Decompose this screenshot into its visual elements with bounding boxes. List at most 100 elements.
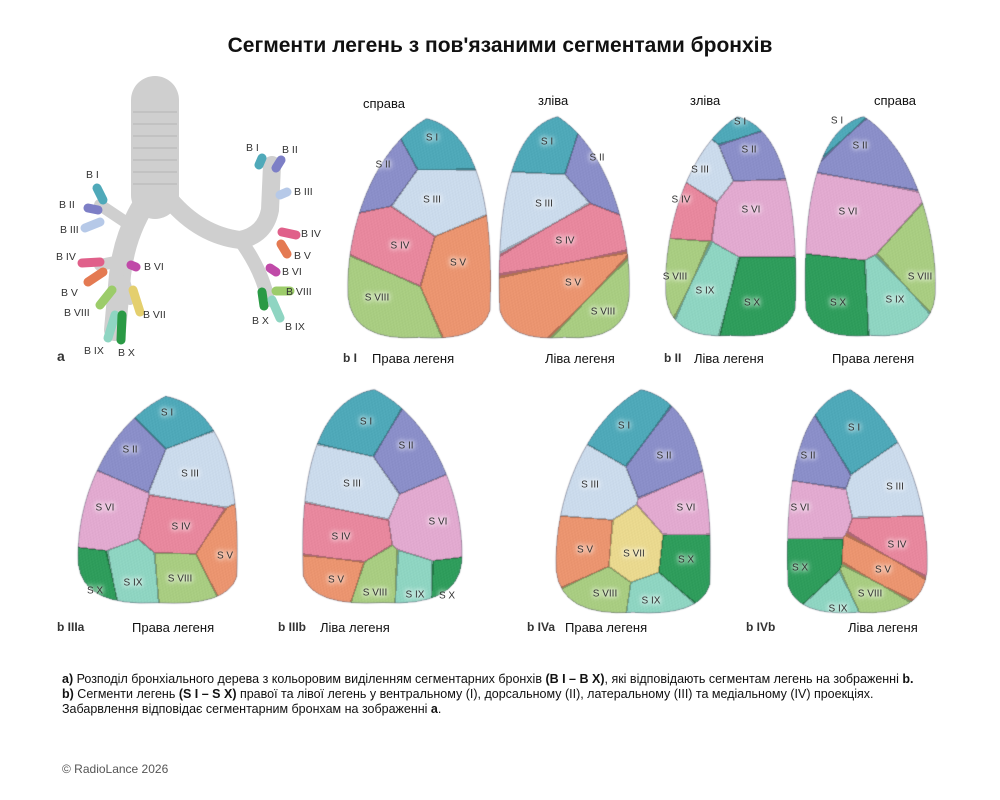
bronchus-label-right: B X [118, 347, 135, 359]
bronchus-label-right: B IV [56, 251, 76, 263]
bronchus-label-right: B VIII [64, 307, 90, 319]
segment-label: S V [216, 550, 234, 562]
panel-label-bIVa: b IVa [527, 620, 556, 634]
segment-label: S VIII [592, 588, 618, 600]
segment-label: S VI [790, 502, 810, 514]
caption-a-bold: (B I – B X) [545, 672, 605, 686]
segment-label: S III [691, 164, 709, 176]
lung-illustration [785, 385, 930, 617]
bronchus-label-right: B II [59, 199, 75, 211]
bronchus-label-left: B II [282, 144, 298, 156]
segment-label: S VI [428, 516, 448, 528]
segment-label: S IV [331, 531, 351, 543]
segment-label: S III [581, 479, 599, 491]
view-label-right: справа [363, 96, 405, 111]
segment-label: S II [741, 144, 757, 156]
bronchus-label-left: B X [252, 315, 269, 327]
segment-label: S I [359, 416, 373, 428]
segment-label: S VIII [662, 271, 688, 283]
segment-label: S VI [838, 206, 858, 218]
caption-b-text2: правої та лівої легень у вентральному (I… [62, 687, 874, 716]
panel-label-bII: b II [664, 351, 682, 365]
caption-a-text: Розподіл бронхіального дерева з кольоров… [73, 672, 546, 686]
segment-label: S II [589, 152, 605, 164]
segment-label: S IV [887, 539, 907, 551]
segment-label: S IX [641, 595, 661, 607]
bronchus-label-right: B V [61, 287, 78, 299]
segment-label: S III [886, 481, 904, 493]
lung-caption-bI-left: Ліва легеня [545, 351, 615, 366]
panel-label-bIIIa: b IIIa [57, 620, 85, 634]
segment-label: S II [375, 159, 391, 171]
lung-illustration [803, 112, 938, 340]
bronchus-label-left: B V [294, 250, 311, 262]
segment-label: S V [449, 257, 467, 269]
lung-caption-bI-right: Права легеня [372, 351, 455, 366]
view-label-left: зліва [538, 93, 569, 108]
segment-label: S X [86, 585, 104, 597]
bronchus-label-left: B IV [301, 228, 321, 240]
segment-label: S VIII [857, 588, 883, 600]
figure-caption: a) Розподіл бронхіального дерева з кольо… [62, 672, 942, 717]
segment-label: S X [829, 297, 847, 309]
segment-label: S IX [405, 589, 425, 601]
segment-label: S X [743, 297, 761, 309]
segment-label: S III [181, 468, 199, 480]
bronchus-label-right: B VI [144, 261, 164, 273]
segment-label: S VIII [362, 587, 388, 599]
caption-b-ref: a [430, 702, 438, 716]
segment-label: S VIII [907, 271, 933, 283]
segment-label: S VIII [590, 306, 616, 318]
bronchus-label-left: B I [246, 142, 259, 154]
segment-label: S VII [623, 548, 645, 560]
lung-caption-bIVb: Ліва легеня [848, 620, 918, 635]
segment-label: S V [874, 564, 892, 576]
caption-a-label: a) [62, 672, 74, 686]
lung-caption-bIVa: Права легеня [565, 620, 648, 635]
segment-label: S IV [390, 240, 410, 252]
segment-label: S X [438, 590, 456, 602]
segment-label: S IX [828, 603, 848, 615]
bronchus-label-right: B IX [84, 345, 104, 357]
panel-a-label: a [57, 348, 65, 364]
segment-label: S IX [123, 577, 143, 589]
caption-a-text2: , які відповідають сегментам легень на з… [604, 672, 903, 686]
segment-label: S III [535, 198, 553, 210]
lung-caption-bIIIa: Права легеня [132, 620, 215, 635]
segment-label: S II [800, 450, 816, 462]
view-label-right-2: справа [874, 93, 916, 108]
segment-label: S IX [885, 294, 905, 306]
segment-label: S VI [741, 204, 761, 216]
segment-label: S I [425, 132, 439, 144]
view-label-left-2: зліва [690, 93, 721, 108]
segment-label: S V [576, 544, 594, 556]
caption-b-label: b) [62, 687, 74, 701]
segment-label: S VI [676, 502, 696, 514]
bronchus-label-right: B VII [143, 309, 166, 321]
lung-illustration [345, 114, 493, 342]
lung-illustration [75, 392, 240, 607]
segment-label: S V [564, 277, 582, 289]
segment-label: S III [423, 194, 441, 206]
bronchus-label-right: B I [86, 169, 99, 181]
bronchus-label-left: B IX [285, 321, 305, 333]
segment-label: S IV [555, 235, 575, 247]
caption-a-ref: b. [902, 672, 914, 686]
segment-label: S I [160, 407, 174, 419]
panel-label-bIVb: b IVb [746, 620, 776, 634]
segment-label: S X [791, 562, 809, 574]
segment-label: S II [656, 450, 672, 462]
segment-label: S VI [95, 502, 115, 514]
copyright-footer: © RadioLance 2026 [62, 762, 169, 776]
segment-label: S X [677, 554, 695, 566]
lung-caption-bIIIb: Ліва легеня [320, 620, 390, 635]
segment-label: S II [122, 444, 138, 456]
segment-label: S I [830, 115, 844, 127]
segment-label: S V [327, 574, 345, 586]
bronchial-tree-illustration [77, 76, 301, 345]
bronchus-label-left: B III [294, 186, 313, 198]
caption-b-end: . [437, 702, 442, 716]
segment-label: S II [398, 440, 414, 452]
caption-b-bold: (S I – S X) [178, 687, 237, 701]
segment-label: S II [852, 140, 868, 152]
